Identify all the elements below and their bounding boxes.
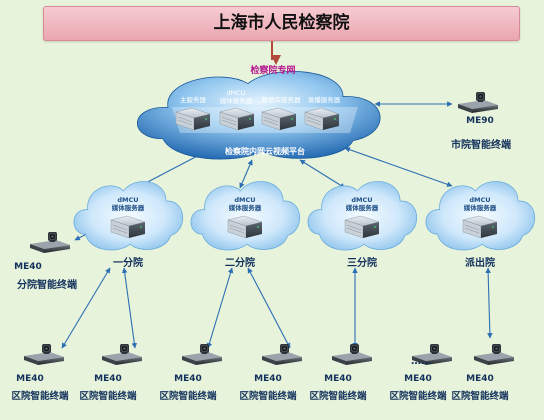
me90-terminal-icon	[457, 91, 499, 114]
branch-label-1: 一分院	[113, 258, 143, 269]
branch-dmcu-label-2: dMCU 媒体服务器	[228, 196, 262, 212]
platform-label: 检察院内网云视频平台	[225, 147, 305, 156]
district-terminal-model-2: ME40	[94, 374, 122, 384]
branch-dmcu-label-4: dMCU 媒体服务器	[463, 196, 497, 212]
me90-label: 市院智能终端	[451, 140, 511, 151]
district-terminal-icon-7	[473, 343, 515, 366]
server-label-database: 数据库服务器	[261, 96, 301, 104]
page-title: 上海市人民检察院	[213, 13, 350, 33]
branch-dmcu-label-1: dMCU 媒体服务器	[111, 196, 145, 212]
me90-model: ME90	[466, 116, 494, 126]
branch-dmcu-label-3: dMCU 媒体服务器	[345, 196, 379, 212]
link-district-2	[121, 267, 138, 349]
link-district-4	[247, 267, 291, 349]
district-terminal-icon-2	[101, 343, 143, 366]
link-branch-1	[139, 151, 206, 187]
district-terminal-model-1: ME40	[16, 374, 44, 384]
top-cloud	[137, 71, 381, 160]
link-branch-4	[344, 147, 453, 187]
branch-cloud-4	[425, 181, 536, 251]
me40-branch-label: 分院智能终端	[17, 280, 77, 291]
district-terminal-icon-3	[181, 343, 223, 366]
server-label-main: 主服务器	[180, 96, 206, 104]
district-terminal-model-3: ME40	[174, 374, 202, 384]
district-terminal-label-5: 区院智能终端	[309, 391, 367, 402]
branch-cloud-2	[190, 181, 301, 251]
district-terminal-icon-1	[23, 343, 65, 366]
link-branch-2	[239, 159, 253, 189]
branch-label-3: 三分院	[347, 258, 377, 269]
branch-cloud-3	[307, 181, 418, 251]
private-network-label: 检察院专网	[250, 66, 296, 76]
branch-label-2: 二分院	[225, 258, 255, 269]
district-terminal-model-5: ME40	[324, 374, 352, 384]
link-district-1	[61, 267, 111, 349]
district-terminal-label-6: 区院智能终端	[389, 391, 447, 402]
district-terminal-model-6: ME40	[404, 374, 432, 384]
district-terminal-label-2: 区院智能终端	[79, 391, 137, 402]
district-terminal-label-3: 区院智能终端	[159, 391, 217, 402]
link-branch-3	[299, 159, 346, 189]
district-terminal-icon-5	[331, 343, 373, 366]
link-district-6	[485, 267, 493, 339]
district-terminal-model-7: ME40	[466, 374, 494, 384]
district-terminal-icon-4	[261, 343, 303, 366]
server-label-recording: 录播服务器	[307, 96, 341, 104]
district-terminal-model-4: ME40	[254, 374, 282, 384]
more-terminals-ellipsis: ……	[411, 356, 431, 367]
title-banner	[43, 6, 520, 41]
me40-branch-model: ME40	[14, 262, 42, 272]
district-terminal-label-7: 区院智能终端	[451, 391, 509, 402]
district-terminal-label-1: 区院智能终端	[11, 391, 69, 402]
branch-cloud-1	[73, 181, 184, 251]
district-terminal-label-4: 区院智能终端	[239, 391, 297, 402]
server-label-dmcu: dMCU 媒体服务器	[219, 89, 253, 105]
link-district-3	[206, 267, 234, 349]
branch-label-4: 派出院	[465, 258, 495, 269]
me40-branch-terminal-icon	[29, 231, 71, 254]
